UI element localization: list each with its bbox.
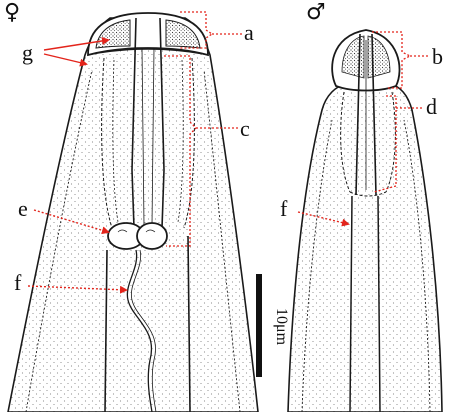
label-d: d: [426, 96, 437, 118]
label-a: a: [244, 22, 254, 44]
female-specimen: [8, 13, 258, 412]
label-f-male: f: [280, 198, 287, 220]
label-f-female: f: [14, 272, 21, 294]
female-cardia-right: [137, 223, 167, 249]
label-g: g: [22, 42, 33, 64]
pointer-g-lower: [44, 54, 86, 64]
scale-bar-label: 10μm: [272, 308, 290, 345]
female-symbol: ♀: [4, 2, 20, 24]
male-symbol: ♂: [306, 2, 326, 24]
label-c: c: [240, 118, 250, 140]
scale-bar: [256, 274, 262, 377]
label-e: e: [18, 198, 28, 220]
label-b: b: [432, 46, 443, 68]
male-body-outline: [288, 84, 442, 412]
male-specimen: [288, 30, 442, 412]
